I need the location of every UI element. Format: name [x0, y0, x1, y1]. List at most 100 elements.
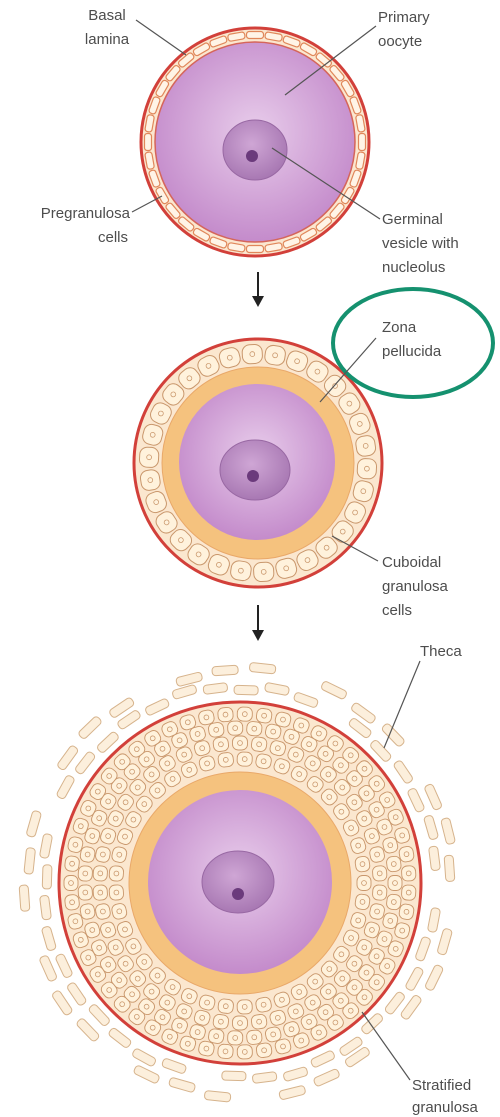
- theca-cell: [51, 990, 73, 1017]
- theca-cell: [161, 1058, 187, 1075]
- theca-cell: [131, 1048, 156, 1067]
- stratified-granulosa-cell: [251, 736, 268, 752]
- stratified-granulosa-cell: [227, 721, 242, 735]
- theca-cell: [320, 680, 347, 699]
- theca-cell: [252, 1072, 277, 1084]
- theca-cell: [168, 1077, 195, 1093]
- label-cells-2: cells: [382, 602, 412, 619]
- stratified-granulosa-cell: [372, 885, 387, 901]
- theca-cell: [234, 685, 258, 695]
- stratified-granulosa-cell: [357, 876, 371, 891]
- theca-cell: [41, 926, 56, 952]
- theca-cell: [427, 907, 440, 932]
- theca-cell: [144, 698, 170, 716]
- leader-stratified-granulosa: [362, 1012, 410, 1080]
- stratified-granulosa-cell: [237, 1000, 253, 1015]
- theca-cell: [204, 1090, 231, 1102]
- theca-cell: [66, 982, 87, 1007]
- label-stratified: Stratified: [412, 1077, 471, 1094]
- nucleolus-3: [232, 888, 244, 900]
- stratified-granulosa-cell: [213, 1014, 230, 1030]
- pregranulosa-cell: [359, 134, 366, 151]
- theca-cell: [437, 928, 453, 955]
- stratified-granulosa-cell: [386, 856, 402, 873]
- theca-cell: [55, 953, 73, 979]
- theca-cell: [222, 1071, 246, 1081]
- stratified-granulosa-cell: [388, 876, 402, 891]
- stratified-granulosa-cell: [64, 894, 80, 910]
- stratified-granulosa-cell: [64, 855, 80, 871]
- theca-cell: [175, 672, 202, 687]
- nucleus-2: [220, 440, 290, 500]
- label-granulosa-2: granulosa: [412, 1099, 479, 1116]
- stratified-granulosa-cell: [246, 1030, 262, 1045]
- stratified-granulosa-cell: [251, 1014, 268, 1030]
- label-lamina: lamina: [85, 31, 130, 48]
- label-nucleolus: nucleolus: [382, 259, 445, 276]
- theca-cell: [40, 895, 52, 920]
- theca-cell: [74, 751, 96, 775]
- pregranulosa-cell: [247, 246, 264, 253]
- stratified-granulosa-cell: [233, 736, 248, 750]
- theca-cell: [19, 885, 30, 912]
- theca-cell: [39, 955, 58, 982]
- theca-cell: [313, 1068, 340, 1087]
- leader-pregranulosa: [132, 196, 162, 212]
- label-vesicle-with: vesicle with: [382, 235, 459, 252]
- theca-cell: [441, 817, 456, 844]
- theca-cell: [212, 665, 239, 676]
- label-oocyte: oocyte: [378, 33, 422, 50]
- stratified-granulosa-cell: [386, 894, 402, 911]
- stratified-granulosa-cell: [217, 707, 233, 722]
- label-zona: Zona: [382, 319, 417, 336]
- theca-cell: [429, 846, 441, 871]
- theca-cell: [56, 745, 79, 771]
- stratified-granulosa-cell: [372, 865, 387, 881]
- nucleolus-2: [247, 470, 259, 482]
- stratified-granulosa-cell: [93, 885, 108, 901]
- theca-cell: [424, 783, 443, 810]
- theca-cell: [424, 964, 443, 991]
- label-theca: Theca: [420, 643, 462, 660]
- leader-theca: [384, 661, 420, 748]
- stratified-granulosa-cell: [233, 1016, 248, 1030]
- label-cells-1: cells: [98, 229, 128, 246]
- stratified-granulosa-cell: [227, 1031, 242, 1045]
- stratified-granulosa-cell: [237, 1045, 252, 1059]
- label-cuboidal: Cuboidal: [382, 554, 441, 571]
- theca-cell: [78, 715, 103, 740]
- cuboidal-granulosa-cell: [242, 344, 263, 364]
- theca-cell: [26, 810, 42, 837]
- cuboidal-granulosa-cell: [139, 447, 159, 468]
- stratified-granulosa-cell: [93, 865, 108, 881]
- theca-cell: [172, 684, 198, 699]
- germinal-vesicle: [223, 120, 287, 180]
- stratified-granulosa-cell: [401, 885, 416, 901]
- theca-cell: [393, 760, 414, 785]
- stratified-granulosa-cell: [256, 708, 273, 724]
- stratified-granulosa-cell: [78, 866, 93, 882]
- theca-cell: [444, 855, 455, 882]
- stratified-granulosa-cell: [354, 856, 370, 873]
- nucleolus: [246, 150, 258, 162]
- theca-cell: [423, 815, 438, 841]
- label-granulosa-1: granulosa: [382, 578, 449, 595]
- stratified-granulosa-cell: [237, 752, 253, 767]
- cuboidal-granulosa-cell: [357, 458, 377, 479]
- theca-cell: [76, 1017, 101, 1042]
- theca-cell: [293, 692, 319, 709]
- theca-cell: [56, 774, 75, 799]
- nucleus-3: [202, 851, 274, 913]
- theca-cell: [310, 1050, 336, 1068]
- stratified-granulosa-cell: [109, 884, 124, 900]
- stratified-granulosa-cell: [246, 721, 262, 736]
- secondary-follicle: [19, 662, 456, 1102]
- label-basal: Basal: [88, 7, 126, 24]
- stratified-granulosa-cell: [109, 865, 124, 881]
- stratified-granulosa-cell: [218, 998, 235, 1014]
- theca-cell: [108, 1027, 132, 1049]
- theca-cell: [407, 787, 425, 813]
- arrow-head-2: [252, 630, 264, 641]
- theca-cell: [264, 682, 289, 695]
